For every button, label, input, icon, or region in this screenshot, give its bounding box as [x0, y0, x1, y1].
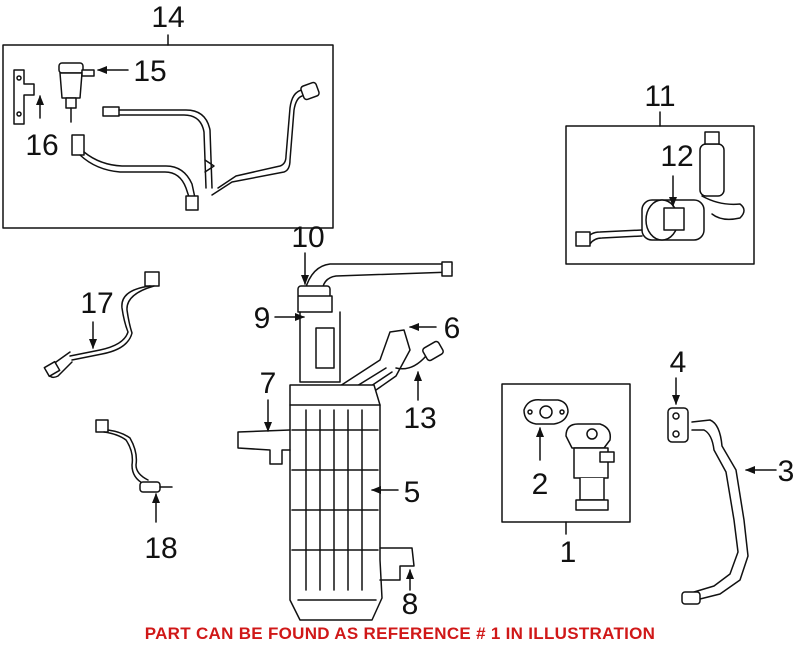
vacuum-pump-12: [575, 131, 745, 247]
hose-3: [667, 407, 749, 605]
callout-5: 5: [404, 476, 421, 509]
callout-1: 1: [560, 536, 577, 569]
oxygen-sensor-18: [95, 419, 173, 493]
gasket-2: [523, 398, 569, 425]
reference-note: PART CAN BE FOUND AS REFERENCE # 1 IN IL…: [144, 624, 656, 643]
callout-8: 8: [402, 588, 419, 621]
oxygen-sensor-17: [43, 271, 160, 379]
callout-12: 12: [660, 140, 693, 173]
canister-5: [237, 261, 453, 621]
vacuum-hose-14: [71, 81, 320, 211]
bracket-16: [13, 69, 35, 125]
callout-7: 7: [260, 367, 277, 400]
callout-14: 14: [151, 1, 184, 34]
callout-6: 6: [444, 312, 461, 345]
callout-16: 16: [25, 129, 58, 162]
callout-15: 15: [133, 55, 166, 88]
solenoid-15: [58, 62, 95, 123]
callout-4: 4: [670, 346, 687, 379]
callout-11: 11: [644, 80, 675, 113]
callout-17: 17: [80, 287, 113, 320]
callout-3: 3: [778, 455, 795, 488]
callout-2: 2: [532, 468, 549, 501]
callout-13: 13: [403, 402, 436, 435]
callout-18: 18: [144, 532, 177, 565]
callout-10: 10: [291, 221, 324, 254]
callout-9: 9: [254, 302, 271, 335]
valve-1: [565, 423, 615, 511]
